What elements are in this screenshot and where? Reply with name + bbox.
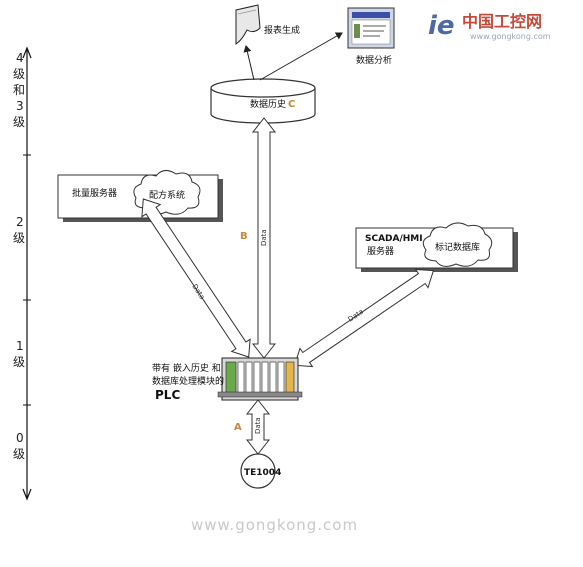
data-flow-recipe-plc [141,198,251,358]
data-flow-scada-plc [293,268,435,368]
plc-description-line2: 数据库处理模块的 [152,375,224,387]
level-char: 和 [13,83,25,97]
logo-mark: ie [428,11,455,41]
level-1-label: 1 级 [13,339,25,369]
level-char: 1 [16,339,24,353]
analysis-monitor-icon [347,7,395,49]
te1004-label: TE1004 [244,468,281,478]
report-document-icon [235,4,261,45]
level-axis [22,46,32,501]
level-0-label: 0 级 [13,431,25,461]
scada-server-label: 服务器 [367,245,394,257]
te1004-sensor-circle [240,453,276,489]
data-historian-cylinder [210,78,316,124]
arrow-to-analysis [259,32,343,81]
tag-database-label: 标记数据库 [435,241,480,253]
historian-tag-c: C [288,99,295,110]
flow-tag-b: B [240,231,248,242]
plc-description-line1: 带有 嵌入历史 和 [152,362,221,374]
gongkong-logo: ie 中国工控网 www.gongkong.com [428,11,551,41]
tag-database-cloud [422,222,493,267]
logo-url-text: www.gongkong.com [470,32,551,41]
level-2-label: 2 级 [13,215,25,245]
watermark-text: www.gongkong.com [191,516,358,534]
flow-data-label: Data [260,229,268,246]
level-char: 3 [16,99,24,113]
data-historian-label: 数据历史 [250,98,286,110]
arrow-to-report [243,45,255,81]
plc-rack-icon [217,357,303,401]
level-char: 4 [16,51,24,65]
data-analysis-label: 数据分析 [356,54,392,66]
report-generation-label: 报表生成 [264,24,300,36]
level-char: 2 [16,215,24,229]
level-char: 级 [13,355,25,369]
flow-data-label: Data [254,417,262,434]
scada-hmi-label: SCADA/HMI [365,234,423,244]
level-4-and-3-label: 4 级 和 3 级 [13,51,25,129]
plc-label: PLC [155,388,180,402]
level-char: 0 [16,431,24,445]
level-char: 级 [13,67,25,81]
recipe-system-label: 配方系统 [149,189,185,201]
batch-server-label: 批量服务器 [72,187,117,199]
level-char: 级 [13,231,25,245]
logo-cn-text: 中国工控网 [462,12,542,31]
flow-tag-a: A [234,422,242,433]
level-char: 级 [13,447,25,461]
level-char: 级 [13,115,25,129]
